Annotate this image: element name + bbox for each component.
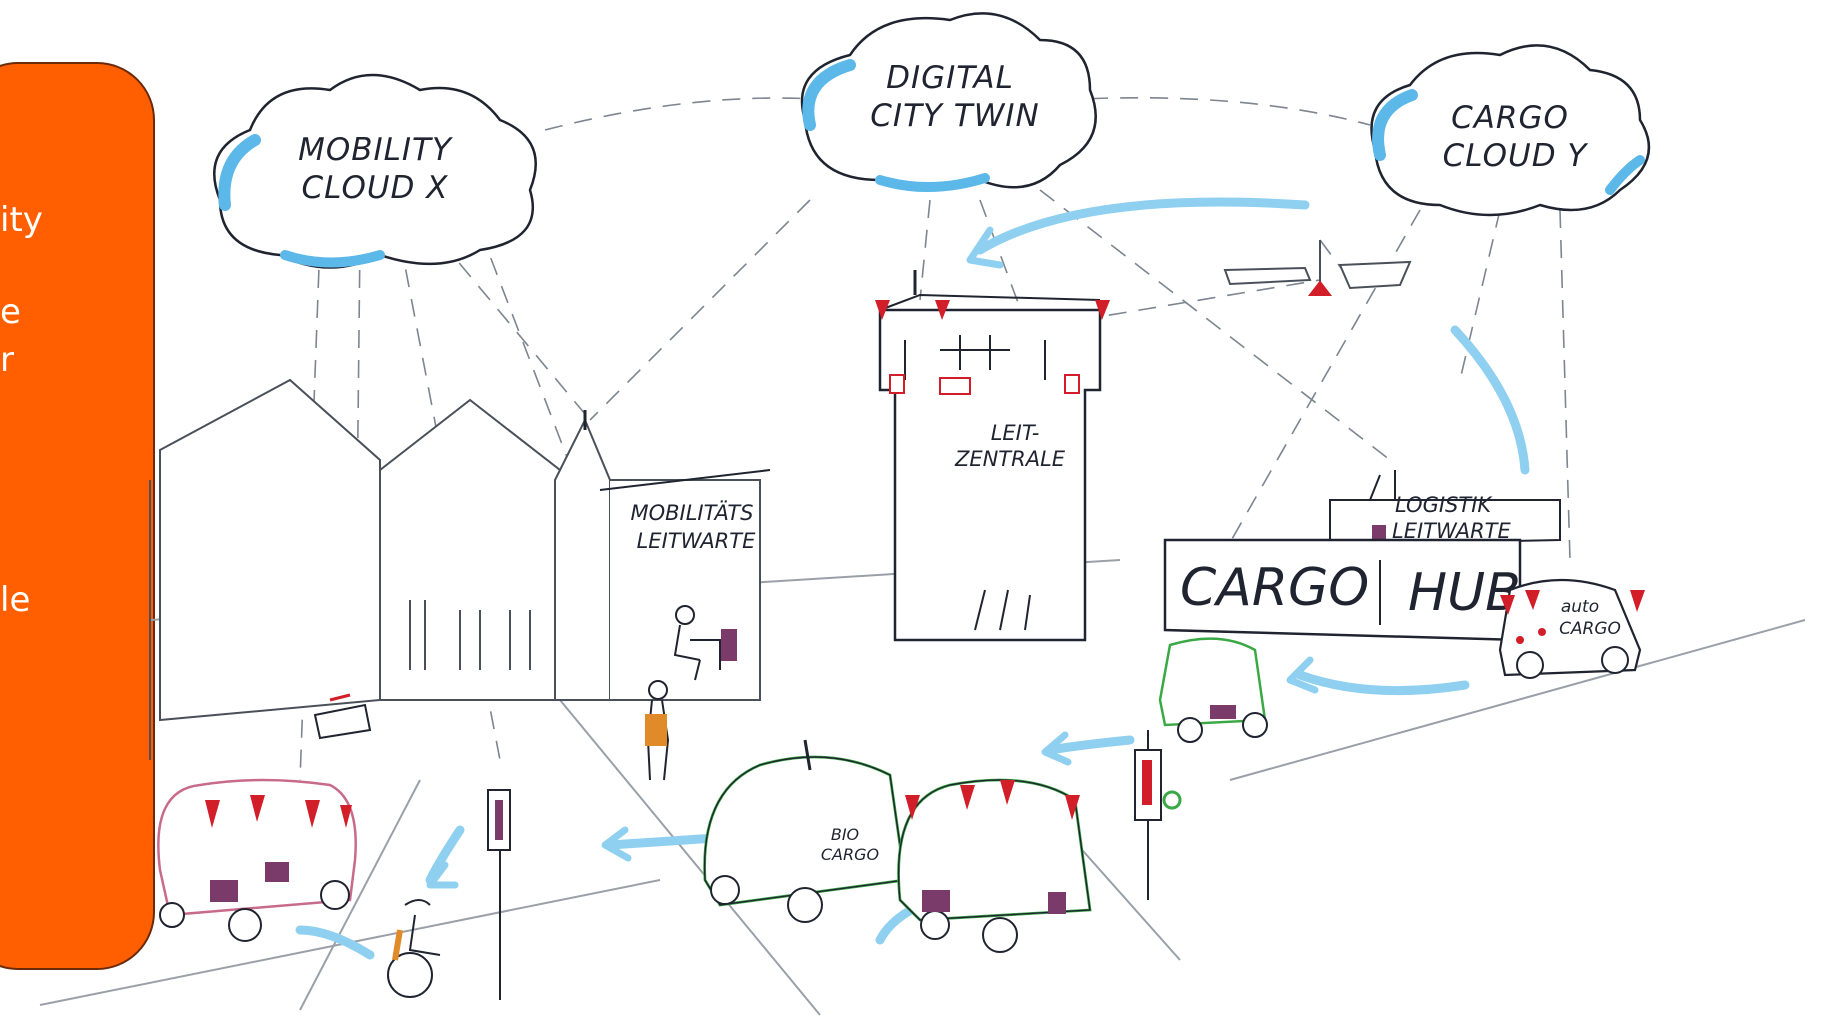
digital-twin-cloud: DIGITAL CITY TWIN bbox=[800, 12, 1097, 193]
cargo-cloud-label-1: CARGO bbox=[1451, 100, 1569, 136]
panel-text-fragment: le bbox=[0, 580, 31, 620]
traffic-light-left bbox=[487, 789, 511, 1000]
delivery-robot bbox=[313, 693, 372, 740]
autonomous-shuttle-left bbox=[157, 778, 357, 942]
cargo-cloud-label-2: CLOUD Y bbox=[1443, 138, 1589, 174]
auto-cargo-label-1: auto bbox=[1561, 597, 1599, 617]
cargo-cloud: CARGO CLOUD Y bbox=[1370, 44, 1651, 217]
drone bbox=[1223, 240, 1412, 296]
bio-cargo-label-2: CARGO bbox=[821, 845, 879, 864]
mobilitaets-label-1: MOBILITÄTS bbox=[630, 500, 753, 525]
wheelchair-user bbox=[387, 899, 441, 998]
logistik-label-1: LOGISTIK bbox=[1395, 493, 1493, 517]
bio-cargo-label-1: BIO bbox=[831, 825, 859, 844]
leitzentrale-label-2: ZENTRALE bbox=[954, 447, 1066, 471]
auto-cargo-label-2: CARGO bbox=[1559, 619, 1621, 639]
leitzentrale-tower: LEIT- ZENTRALE bbox=[875, 270, 1110, 642]
mobility-cloud-label-1: MOBILITY bbox=[298, 132, 453, 168]
bio-cargo-vehicle: BIO CARGO bbox=[703, 739, 907, 923]
mobility-cloud: MOBILITY CLOUD X bbox=[213, 73, 537, 269]
arrowheads bbox=[426, 226, 1319, 889]
panel-text-fragment: e bbox=[0, 292, 21, 332]
cargo-hub-building: CARGO HUB bbox=[1163, 538, 1522, 642]
panel-text-fragment: ity bbox=[0, 200, 43, 240]
autonomous-shuttle-center bbox=[897, 778, 1092, 953]
digital-twin-label-2: CITY TWIN bbox=[870, 98, 1039, 134]
pedestrian bbox=[645, 680, 670, 781]
green-delivery-vehicle bbox=[1158, 637, 1268, 743]
cargo-hub-label-2: HUB bbox=[1408, 563, 1521, 623]
digital-twin-label-1: DIGITAL bbox=[886, 60, 1014, 96]
houses-left bbox=[149, 378, 561, 760]
logistik-leitwarte-building: LOGISTIK LEITWARTE bbox=[1329, 470, 1561, 547]
auto-cargo-vehicle: auto CARGO bbox=[1498, 578, 1645, 679]
cargo-hub-label-1: CARGO bbox=[1180, 558, 1369, 618]
leitzentrale-label-1: LEIT- bbox=[991, 421, 1040, 445]
traffic-light-right bbox=[1134, 730, 1182, 900]
operator-person bbox=[673, 605, 737, 681]
orange-panel bbox=[0, 62, 155, 970]
mobilitaets-label-2: LEITWARTE bbox=[637, 529, 756, 553]
mobilitaets-leitwarte-building: MOBILITÄTS LEITWARTE bbox=[554, 410, 771, 701]
flow-arrows bbox=[295, 197, 1530, 960]
mobility-cloud-label-2: CLOUD X bbox=[301, 170, 448, 206]
panel-text-fragment: r bbox=[0, 340, 14, 380]
